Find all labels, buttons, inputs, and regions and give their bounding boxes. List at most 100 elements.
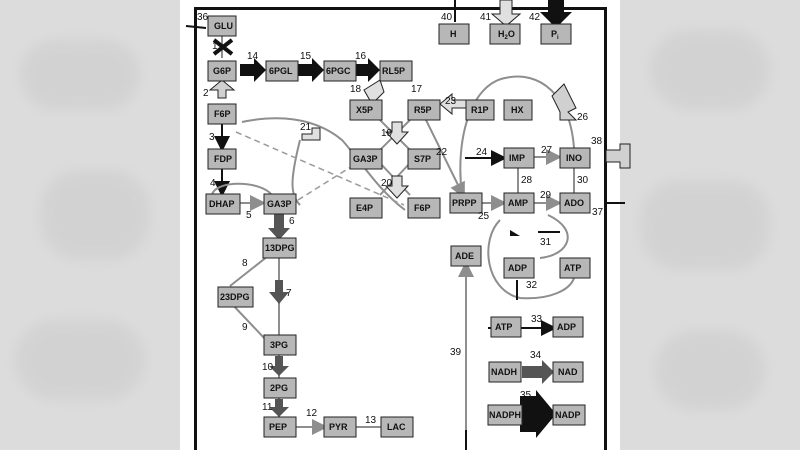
node-f6p-ppp: F6P: [407, 197, 441, 219]
reaction-number: 36: [197, 12, 209, 23]
node-nadh: NADH: [488, 361, 522, 383]
svg-text:2PG: 2PG: [270, 383, 288, 393]
svg-text:ATP: ATP: [564, 263, 581, 273]
blocked-reaction-cross: [212, 38, 234, 56]
svg-text:FDP: FDP: [214, 154, 232, 164]
arrow-r16: [354, 58, 380, 82]
reaction-number: 28: [521, 175, 533, 186]
arrow-r41: [490, 0, 522, 27]
svg-text:13DPG: 13DPG: [265, 243, 295, 253]
svg-text:RL5P: RL5P: [382, 66, 405, 76]
reaction-number: 39: [450, 347, 462, 358]
node-ino: INO: [559, 147, 591, 169]
svg-text:INO: INO: [566, 153, 582, 163]
node-nadph: NADPH: [487, 404, 523, 426]
node-23dpg: 23DPG: [217, 286, 254, 308]
reaction-number: 6: [289, 216, 295, 227]
svg-text:ADP: ADP: [557, 322, 576, 332]
node-adp: ADP: [503, 257, 535, 279]
svg-text:NADP: NADP: [555, 410, 581, 420]
node-atp: ATP: [559, 257, 591, 279]
svg-text:H2O: H2O: [498, 29, 515, 41]
arrow-r7: [269, 280, 289, 304]
arrow-r18: [363, 79, 385, 105]
node-glu: GLU: [207, 15, 237, 37]
svg-text:NAD: NAD: [558, 367, 578, 377]
svg-text:GA3P: GA3P: [267, 199, 292, 209]
reaction-number: 33: [531, 314, 543, 325]
svg-text:PYR: PYR: [329, 422, 348, 432]
reaction-number: 25: [478, 211, 490, 222]
reaction-number: 3: [209, 132, 215, 143]
node-dhap: DHAP: [205, 193, 241, 215]
node-ga3p-ppp: GA3P: [349, 148, 383, 170]
svg-text:S7P: S7P: [414, 154, 431, 164]
reaction-number: 7: [286, 288, 292, 299]
node-pi: Pi: [540, 23, 572, 45]
node-e4p: E4P: [349, 197, 383, 219]
svg-text:R5P: R5P: [414, 105, 432, 115]
reaction-number: 42: [529, 12, 541, 23]
svg-text:ADE: ADE: [455, 251, 474, 261]
svg-text:6PGL: 6PGL: [269, 66, 293, 76]
flux-block-arrows: [208, 0, 631, 438]
arrow-r14: [240, 58, 266, 82]
node-h: H: [438, 23, 470, 45]
node-6pgl: 6PGL: [265, 60, 299, 82]
node-imp: IMP: [503, 147, 535, 169]
node-nad: NAD: [552, 361, 584, 383]
svg-text:E4P: E4P: [356, 203, 373, 213]
reaction-number: 18: [350, 84, 362, 95]
reaction-number: 9: [242, 322, 248, 333]
svg-text:GLU: GLU: [214, 21, 233, 31]
svg-text:F6P: F6P: [414, 203, 431, 213]
reaction-number: 13: [365, 415, 377, 426]
svg-text:PEP: PEP: [269, 422, 287, 432]
arrow-r6: [268, 214, 290, 240]
svg-text:23DPG: 23DPG: [220, 292, 250, 302]
reaction-number: 20: [381, 178, 393, 189]
svg-text:NADPH: NADPH: [489, 410, 521, 420]
node-ado: ADO: [559, 192, 591, 214]
svg-text:AMP: AMP: [508, 198, 528, 208]
metabolite-nodes: GLU G6P F6P FDP DHAP GA3P 13DPG 23DPG 3P…: [205, 15, 591, 438]
arrow-r42: [540, 0, 572, 28]
svg-text:G6P: G6P: [213, 66, 231, 76]
svg-text:R1P: R1P: [471, 105, 489, 115]
reaction-number: 1: [212, 41, 218, 52]
arrow-r15: [298, 58, 324, 82]
reaction-number: 40: [441, 12, 453, 23]
svg-text:ADP: ADP: [508, 263, 527, 273]
arrow-r11: [269, 399, 289, 417]
reaction-number: 32: [526, 280, 538, 291]
reaction-numbers: 36 1 2 3 4 5 6 7 8 9 10 11 12 13 14 15 1…: [197, 12, 604, 426]
node-2pg: 2PG: [263, 377, 297, 399]
left-blurred-margin: [0, 0, 180, 450]
node-x5p: X5P: [349, 99, 383, 121]
node-h2o: H2O: [489, 23, 521, 45]
node-pyr: PYR: [323, 416, 357, 438]
node-atp-cofactor: ATP: [490, 316, 522, 338]
reaction-number: 24: [476, 147, 488, 158]
node-ade: ADE: [450, 245, 482, 267]
arrow-r35: [520, 390, 556, 438]
node-13dpg: 13DPG: [262, 237, 297, 259]
node-amp: AMP: [503, 192, 535, 214]
svg-text:H: H: [450, 29, 457, 39]
node-g6p: G6P: [207, 60, 237, 82]
reaction-number: 8: [242, 258, 248, 269]
reaction-number: 22: [436, 147, 448, 158]
reaction-number: 21: [300, 122, 312, 133]
reaction-number: 26: [577, 112, 589, 123]
reaction-number: 17: [411, 84, 423, 95]
reaction-number: 19: [381, 128, 393, 139]
reaction-number: 14: [247, 51, 259, 62]
svg-text:F6P: F6P: [214, 109, 231, 119]
svg-text:IMP: IMP: [509, 153, 525, 163]
reaction-number: 41: [480, 12, 492, 23]
reaction-number: 35: [520, 390, 532, 401]
node-rl5p: RL5P: [379, 60, 413, 82]
reaction-number: 37: [592, 207, 604, 218]
svg-text:X5P: X5P: [356, 105, 373, 115]
node-3pg: 3PG: [263, 334, 297, 356]
